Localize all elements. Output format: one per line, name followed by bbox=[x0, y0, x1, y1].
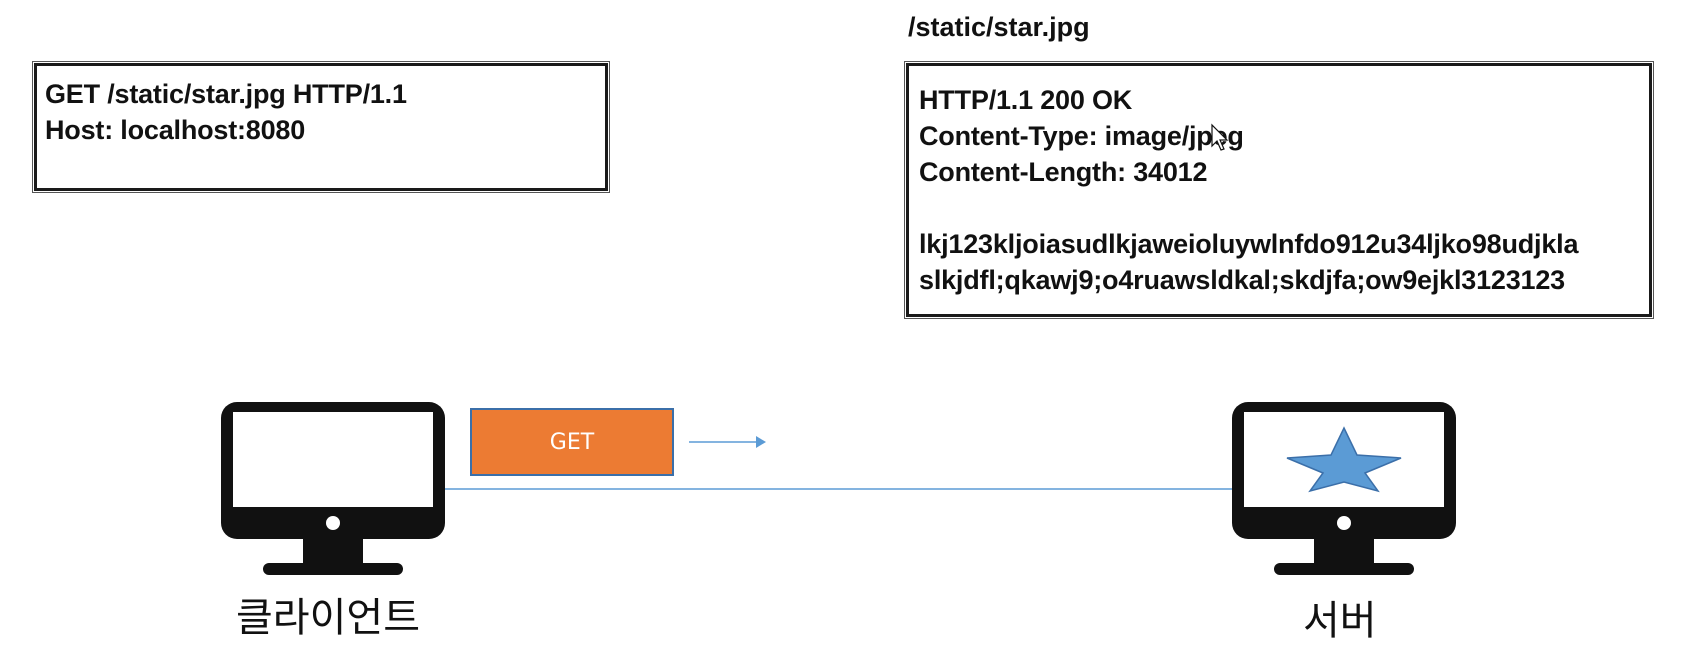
response-content-type: Content-Type: image/jpeg bbox=[919, 121, 1244, 151]
cursor-icon bbox=[1211, 123, 1229, 151]
get-method-badge: GET bbox=[470, 408, 674, 476]
request-line-2: Host: localhost:8080 bbox=[45, 115, 306, 145]
http-request-message: GET /static/star.jpg HTTP/1.1 Host: loca… bbox=[32, 61, 610, 193]
request-line-1: GET /static/star.jpg HTTP/1.1 bbox=[45, 79, 407, 109]
client-label: 클라이언트 bbox=[236, 595, 420, 641]
response-body-line-2: slkjdfl;qkawj9;o4ruawsldkal;skdjfa;ow9ej… bbox=[919, 265, 1565, 295]
response-status-line: HTTP/1.1 200 OK bbox=[919, 85, 1133, 115]
response-content-length: Content-Length: 34012 bbox=[919, 157, 1208, 187]
client-monitor-icon bbox=[221, 402, 445, 575]
response-body-line-1: lkj123kljoiasudlkjaweioluywlnfdo912u34lj… bbox=[919, 229, 1579, 259]
arrow-right-icon bbox=[689, 436, 766, 448]
resource-path-title: /static/star.jpg bbox=[908, 12, 1090, 42]
http-response-message: HTTP/1.1 200 OK Content-Type: image/jpeg… bbox=[904, 61, 1654, 319]
star-icon bbox=[1286, 426, 1402, 493]
server-label: 서버 bbox=[1303, 598, 1377, 644]
